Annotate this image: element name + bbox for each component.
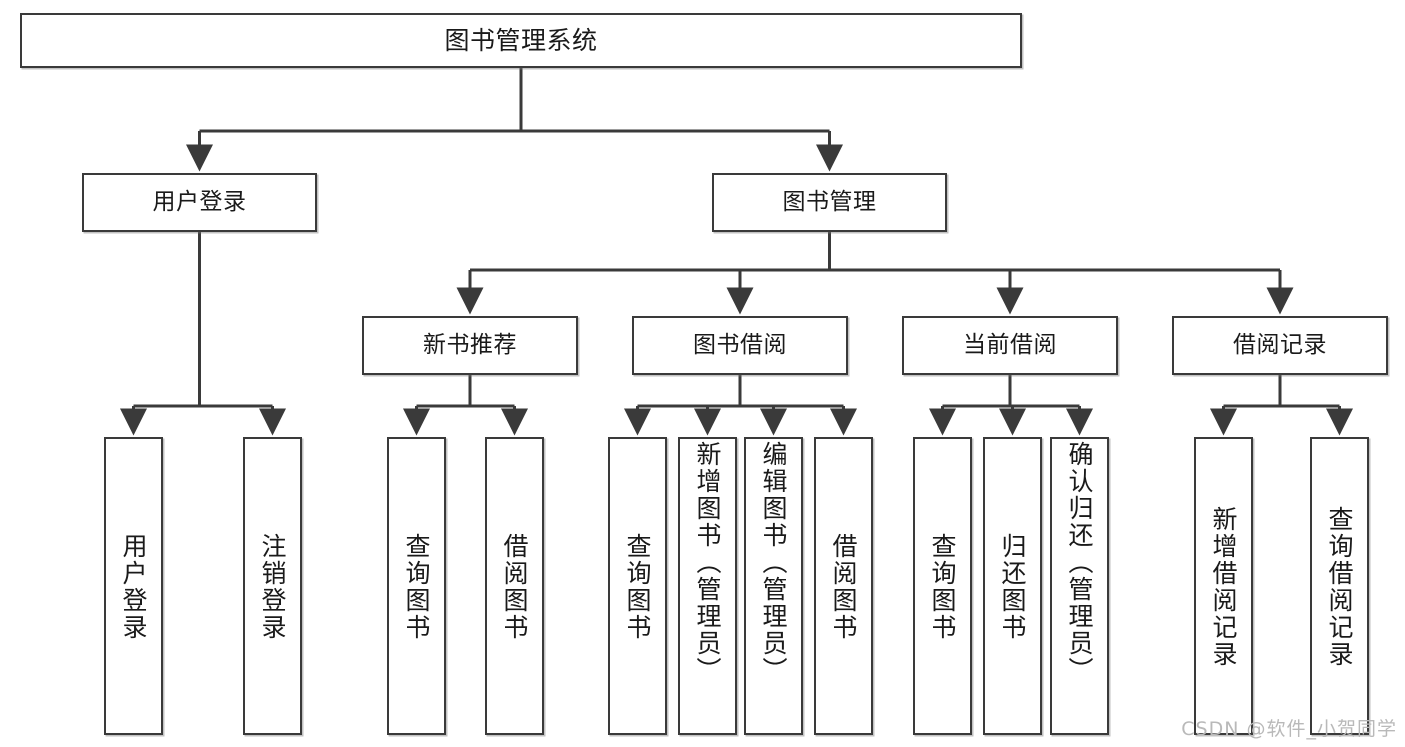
node-leaf-borrow-book-rec[interactable]: 借阅图书 <box>485 437 544 735</box>
node-label: 图书管理 <box>782 188 877 215</box>
node-label: 新书推荐 <box>423 331 517 358</box>
node-leaf-edit-book[interactable]: 编辑图书（管理员） <box>744 437 803 735</box>
node-leaf-query-book-rec[interactable]: 查询图书 <box>387 437 446 735</box>
node-leaf-confirm-return[interactable]: 确认归还（管理员） <box>1050 437 1109 735</box>
node-label: 确认归还（管理员） <box>1065 441 1094 684</box>
node-book-borrow[interactable]: 图书借阅 <box>632 316 848 375</box>
node-root[interactable]: 图书管理系统 <box>20 13 1022 68</box>
node-label: 借阅图书 <box>500 533 529 641</box>
node-label: 编辑图书（管理员） <box>759 441 788 684</box>
node-label: 图书管理系统 <box>444 25 598 55</box>
watermark-text: CSDN @软件_小贺同学 <box>1181 718 1397 740</box>
node-leaf-borrow-book[interactable]: 借阅图书 <box>814 437 873 735</box>
node-leaf-query-book-borrow[interactable]: 查询图书 <box>608 437 667 735</box>
node-user-login[interactable]: 用户登录 <box>82 173 317 232</box>
node-label: 用户登录 <box>119 533 148 641</box>
node-leaf-query-record[interactable]: 查询借阅记录 <box>1310 437 1369 735</box>
node-leaf-add-record[interactable]: 新增借阅记录 <box>1194 437 1253 735</box>
node-label: 用户登录 <box>152 188 247 215</box>
node-book-manage[interactable]: 图书管理 <box>712 173 947 232</box>
node-label: 查询借阅记录 <box>1325 506 1354 668</box>
node-leaf-add-book[interactable]: 新增图书（管理员） <box>678 437 737 735</box>
node-label: 查询图书 <box>928 533 957 641</box>
node-label: 借阅图书 <box>829 533 858 641</box>
node-leaf-user-login[interactable]: 用户登录 <box>104 437 163 735</box>
node-label: 新增借阅记录 <box>1209 506 1238 668</box>
tree-connectors <box>120 68 1353 436</box>
node-label: 当前借阅 <box>963 331 1057 358</box>
node-new-book-rec[interactable]: 新书推荐 <box>362 316 578 375</box>
node-leaf-return-book[interactable]: 归还图书 <box>983 437 1042 735</box>
node-current-borrow[interactable]: 当前借阅 <box>902 316 1118 375</box>
node-label: 查询图书 <box>623 533 652 641</box>
node-label: 新增图书（管理员） <box>693 441 722 684</box>
node-leaf-query-book-cur[interactable]: 查询图书 <box>913 437 972 735</box>
node-label: 图书借阅 <box>693 331 787 358</box>
node-label: 查询图书 <box>402 533 431 641</box>
node-leaf-user-logout[interactable]: 注销登录 <box>243 437 302 735</box>
node-label: 注销登录 <box>258 533 287 641</box>
node-label: 借阅记录 <box>1233 331 1327 358</box>
node-label: 归还图书 <box>998 533 1027 641</box>
node-borrow-record[interactable]: 借阅记录 <box>1172 316 1388 375</box>
